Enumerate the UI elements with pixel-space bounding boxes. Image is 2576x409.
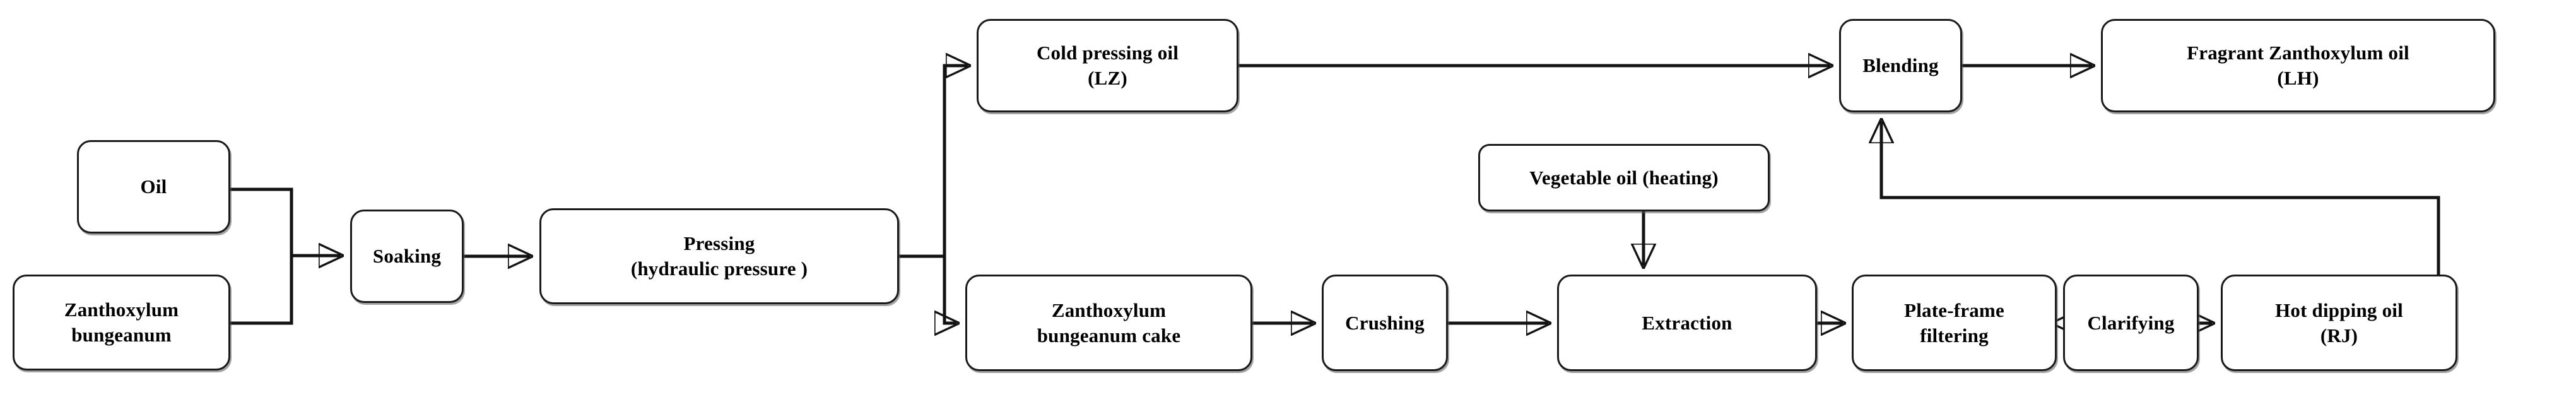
- node-vegetable-oil-label: Vegetable oil (heating): [1529, 166, 1719, 189]
- node-zanthoxylum-bungeanum-line1: Zanthoxylum: [64, 299, 179, 321]
- node-zanthoxylum-cake-line1: Zanthoxylum: [1051, 299, 1167, 321]
- node-soaking-label: Soaking: [372, 245, 442, 268]
- node-pressing-line2: (hydraulic pressure ): [630, 258, 808, 280]
- node-cold-pressing-oil-line2: (LZ): [1088, 67, 1127, 89]
- node-pressing[interactable]: Pressing (hydraulic pressure ): [539, 208, 899, 304]
- edge-pressing-to-cold-pressing-oil: [943, 66, 968, 256]
- node-zanthoxylum-bungeanum-line2: bungeanum: [71, 324, 172, 346]
- node-plate-frame-filtering-line1: Plate-frame: [1904, 299, 2004, 321]
- node-soaking[interactable]: Soaking: [350, 210, 464, 303]
- node-hot-dipping-oil-line1: Hot dipping oil: [2275, 299, 2403, 321]
- node-hot-dipping-oil-line2: (RJ): [2320, 324, 2358, 347]
- node-oil[interactable]: Oil: [77, 140, 230, 234]
- node-zanthoxylum-cake-line2: bungeanum cake: [1037, 324, 1181, 347]
- node-extraction-label: Extraction: [1642, 311, 1732, 334]
- node-crushing-label: Crushing: [1345, 311, 1425, 334]
- edge-pressing-to-cake: [944, 256, 956, 323]
- node-crushing[interactable]: Crushing: [1322, 275, 1448, 371]
- node-fragrant-zanthoxylum-oil-line1: Fragrant Zanthoxylum oil: [2187, 42, 2409, 64]
- edge-oil-to-merge: [230, 187, 293, 256]
- node-clarifying-label: Clarifying: [2087, 311, 2175, 334]
- node-extraction[interactable]: Extraction: [1557, 275, 1817, 371]
- node-pressing-line1: Pressing: [683, 232, 755, 255]
- node-blending[interactable]: Blending: [1839, 19, 1962, 112]
- node-plate-frame-filtering[interactable]: Plate-frame filtering: [1852, 275, 2057, 371]
- node-fragrant-zanthoxylum-oil-line2: (LH): [2277, 67, 2319, 89]
- node-hot-dipping-oil[interactable]: Hot dipping oil (RJ): [2221, 275, 2457, 371]
- node-plate-frame-filtering-line2: filtering: [1920, 324, 1989, 347]
- node-fragrant-zanthoxylum-oil[interactable]: Fragrant Zanthoxylum oil (LH): [2101, 19, 2495, 112]
- node-cold-pressing-oil-line1: Cold pressing oil: [1036, 42, 1179, 64]
- node-zanthoxylum-cake[interactable]: Zanthoxylum bungeanum cake: [965, 275, 1252, 371]
- edge-zanthoxylum-to-merge: [230, 256, 293, 325]
- node-clarifying[interactable]: Clarifying: [2063, 275, 2199, 371]
- node-vegetable-oil[interactable]: Vegetable oil (heating): [1478, 144, 1770, 211]
- node-cold-pressing-oil[interactable]: Cold pressing oil (LZ): [977, 19, 1238, 112]
- node-blending-label: Blending: [1862, 54, 1939, 77]
- edge-hot-dipping-to-blending: [1881, 121, 2440, 275]
- node-oil-label: Oil: [140, 175, 167, 198]
- node-zanthoxylum-bungeanum[interactable]: Zanthoxylum bungeanum: [13, 275, 230, 370]
